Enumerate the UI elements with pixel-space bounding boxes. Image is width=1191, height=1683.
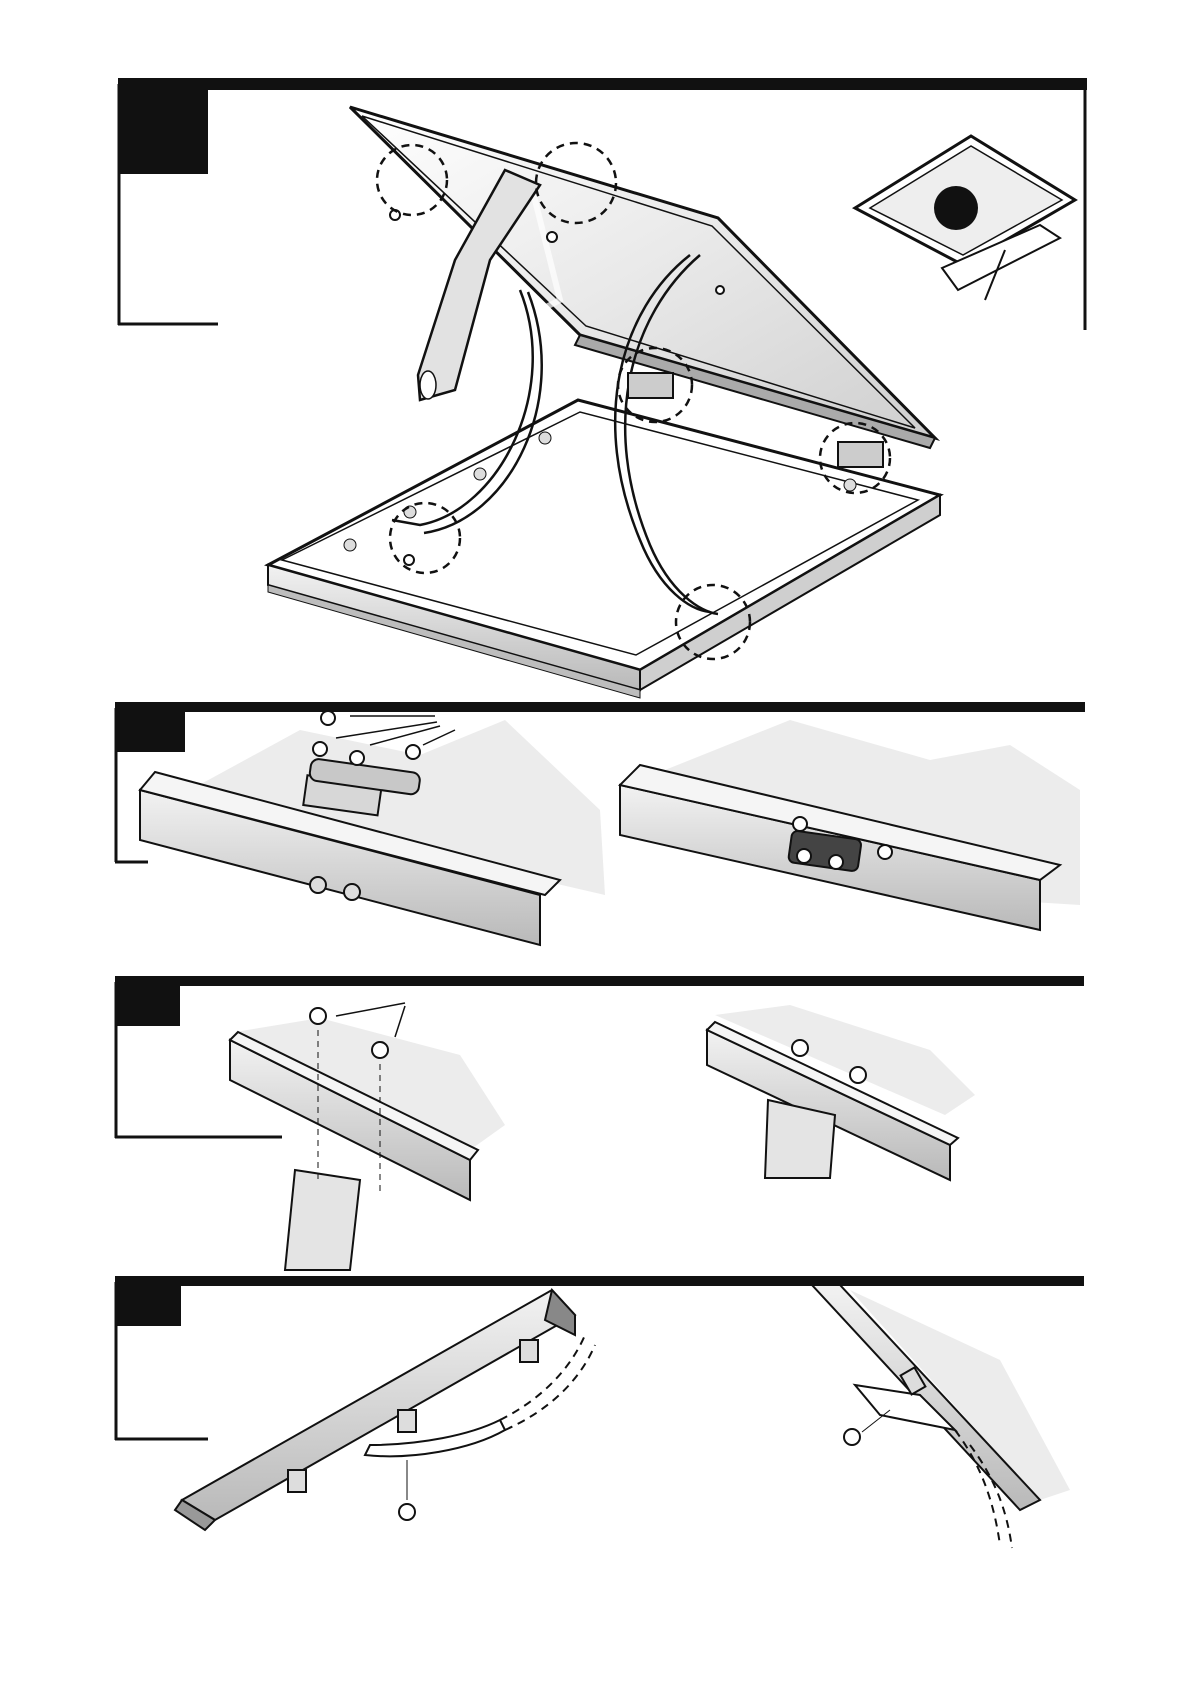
screw-icon: [850, 1067, 866, 1083]
step-2-header-bar: [115, 702, 1085, 712]
step-4-panel: [115, 1276, 1084, 1548]
screw-icon: [844, 1429, 860, 1445]
screw-icon: [793, 817, 807, 831]
screw-icon: [547, 232, 557, 242]
screw-icon: [792, 1040, 808, 1056]
screw-icon: [404, 555, 414, 565]
step-2-number-box: [115, 708, 185, 752]
screw-icon: [372, 1042, 388, 1058]
strap-screw-lid-frame: [812, 1285, 1070, 1548]
step-3-header-bar: [115, 976, 1084, 986]
screw-icon: [321, 711, 335, 725]
screw-icon: [313, 742, 327, 756]
step-4-header-bar: [115, 1276, 1084, 1286]
hinge-plate-screws-exploded: [140, 711, 605, 945]
step-1-panel: [118, 78, 1087, 698]
step-3-panel: [115, 976, 1084, 1270]
screw-icon: [797, 849, 811, 863]
screw-icon: [878, 845, 892, 859]
hinge-plate-assembled: [620, 720, 1080, 930]
screw-icon: [829, 855, 843, 869]
leader-line: [336, 722, 437, 738]
step-1-number-box: [118, 84, 208, 174]
step-1-header-bar: [118, 78, 1087, 90]
step-4-number-box: [115, 1282, 181, 1326]
screw-icon: [406, 745, 420, 759]
support-arm-assembled: [707, 1005, 975, 1180]
screw-icon: [310, 1008, 326, 1024]
strap-screw-bottom-frame: [175, 1290, 595, 1530]
screw-icon: [350, 751, 364, 765]
location-marker-icon: [934, 186, 978, 230]
inset-lid-thumbnail: [855, 136, 1075, 300]
step-2-panel: [115, 702, 1085, 945]
step-3-number-box: [115, 982, 180, 1026]
screw-icon: [399, 1504, 415, 1520]
screw-icon: [716, 286, 724, 294]
